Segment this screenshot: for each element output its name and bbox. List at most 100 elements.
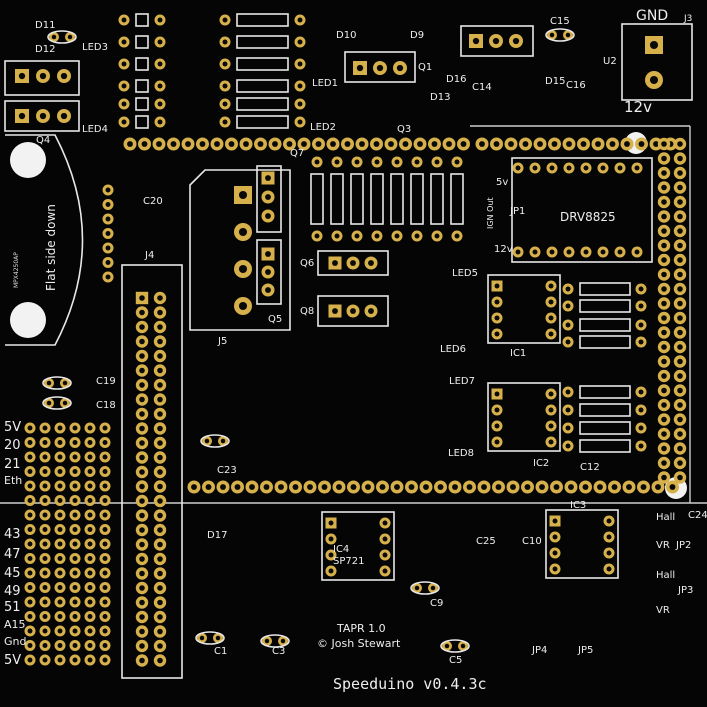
pad-hole: [265, 269, 271, 275]
ic4-label: IC4: [333, 544, 350, 555]
pad-hole: [677, 213, 683, 220]
pad-hole: [42, 469, 48, 474]
capacitor-outline: [47, 30, 77, 44]
pad-hole: [315, 141, 322, 147]
pad-hole: [677, 402, 683, 408]
pad-hole: [157, 353, 163, 359]
pad-hole: [72, 541, 78, 547]
pad-hole: [661, 300, 667, 307]
pad-hole: [661, 170, 667, 176]
pad-hole: [334, 159, 340, 165]
pad-hole: [634, 165, 640, 171]
label-jp2: JP2: [676, 540, 692, 551]
pad-hole: [72, 599, 78, 605]
pad-hole: [139, 295, 145, 301]
pad-hole: [42, 643, 48, 648]
pad-hole: [606, 566, 612, 572]
pad-hole: [57, 657, 63, 663]
pad-hole: [382, 568, 388, 574]
pad-hole: [344, 141, 351, 147]
pad-hole: [677, 315, 683, 321]
capacitor-outline: [195, 631, 225, 645]
pad-hole: [102, 425, 108, 431]
left-label-8: 51: [4, 600, 21, 615]
pad-hole: [330, 141, 336, 147]
pad-hole: [494, 407, 500, 413]
pad-hole: [102, 614, 108, 619]
label-u2: U2: [603, 56, 617, 67]
pad-hole: [661, 257, 667, 263]
pad-hole: [157, 324, 163, 330]
label-q1: Q1: [418, 62, 433, 73]
pad-hole: [548, 407, 554, 413]
pad-hole: [661, 155, 667, 162]
pad-hole: [102, 440, 108, 445]
pad-hole: [297, 39, 303, 45]
pad-hole: [437, 484, 444, 490]
pad-hole: [638, 303, 644, 309]
pad-hole: [368, 260, 374, 266]
left-label-5: 47: [4, 547, 21, 562]
pad-hole: [394, 484, 400, 490]
pad-hole: [297, 17, 303, 23]
label-c12: C12: [580, 462, 600, 473]
pad-hole: [677, 445, 683, 452]
label-hall2: Hall: [656, 570, 676, 581]
resistor-body: [135, 57, 149, 71]
left-label-3: Eth: [4, 474, 23, 487]
pad-hole: [661, 329, 667, 336]
pad-hole: [677, 257, 683, 263]
pad-hole: [257, 141, 264, 147]
pad-hole: [332, 308, 338, 314]
pad-hole: [661, 460, 667, 466]
resistor-body: [579, 403, 631, 417]
pad-hole: [157, 498, 163, 504]
pad-hole: [677, 416, 683, 423]
pad-hole: [423, 484, 429, 490]
pad-hole: [565, 322, 571, 328]
pad-hole: [234, 484, 241, 490]
pad-hole: [350, 308, 356, 314]
label-jp3: JP3: [678, 585, 694, 596]
pad-hole: [157, 101, 163, 107]
pad-hole: [105, 245, 111, 251]
label-d9: D9: [410, 30, 425, 41]
pad-hole: [414, 585, 420, 591]
pad-hole: [582, 484, 589, 490]
pad-hole: [249, 484, 255, 490]
pad-hole: [72, 614, 78, 619]
pad-hole: [170, 141, 177, 147]
label-q8: Q8: [300, 306, 315, 317]
j3-label: J3: [684, 14, 693, 24]
pad-hole: [199, 635, 205, 641]
pad-hole: [157, 469, 163, 475]
pad-hole: [139, 338, 145, 345]
resistor-body: [135, 79, 149, 93]
pad-hole: [265, 213, 271, 219]
pad-hole: [72, 440, 78, 445]
pad-hole: [638, 339, 644, 345]
pad-hole: [102, 527, 108, 532]
pad-hole: [677, 344, 683, 350]
pad-hole: [27, 483, 33, 489]
pad-hole: [638, 389, 644, 395]
pad-hole: [87, 483, 93, 489]
pad-hole: [57, 585, 63, 590]
pad-hole: [139, 396, 145, 403]
pad-hole: [222, 83, 228, 89]
pad-hole: [510, 484, 516, 490]
pad-hole: [157, 657, 163, 664]
pad-hole: [139, 440, 145, 446]
pad-hole: [454, 159, 460, 165]
label-c10: C10: [522, 536, 542, 547]
pad-hole: [638, 443, 644, 449]
pad-hole: [105, 260, 111, 265]
pad-hole: [434, 233, 440, 239]
pad-hole: [606, 534, 612, 540]
label-led4: LED4: [82, 124, 108, 135]
resistor-body: [330, 173, 344, 225]
pad-hole: [238, 301, 248, 311]
label-c3: C3: [272, 646, 286, 657]
pad-hole: [286, 141, 293, 147]
pad-hole: [27, 469, 33, 474]
